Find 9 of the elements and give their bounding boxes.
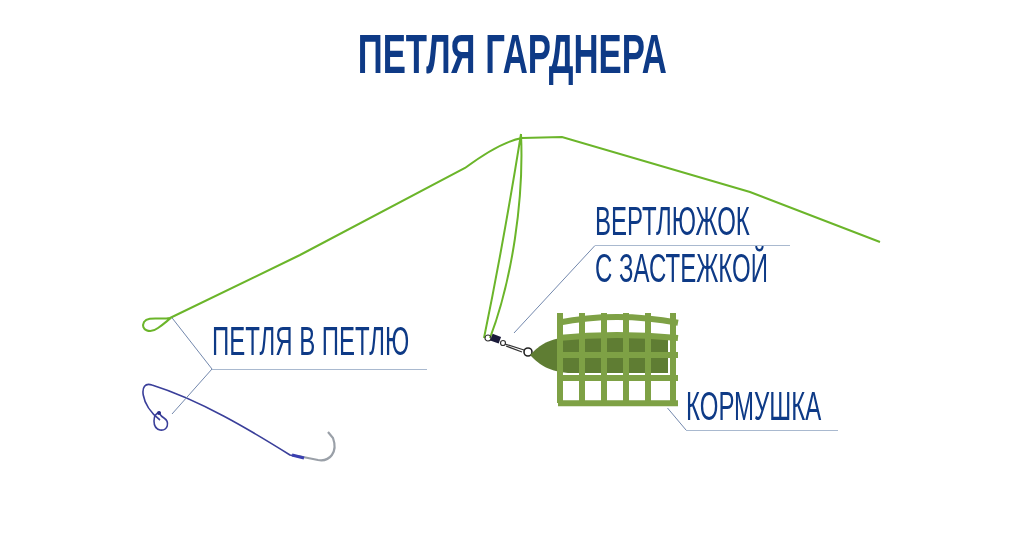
leader-line bbox=[171, 368, 213, 415]
leader-line bbox=[513, 245, 596, 334]
callout-label: КОРМУШКА bbox=[686, 381, 838, 431]
leader-line bbox=[171, 317, 213, 370]
swivel-drawing bbox=[484, 333, 534, 359]
callout-label: ПЕТЛЯ В ПЕТЛЮ bbox=[212, 316, 427, 370]
callout-label: ВЕРТЛЮЖОК С ЗАСТЕЖКОЙ bbox=[595, 198, 790, 293]
diagram-title: ПЕТЛЯ ГАРДНЕРА bbox=[357, 22, 667, 86]
leader-line bbox=[667, 407, 687, 431]
